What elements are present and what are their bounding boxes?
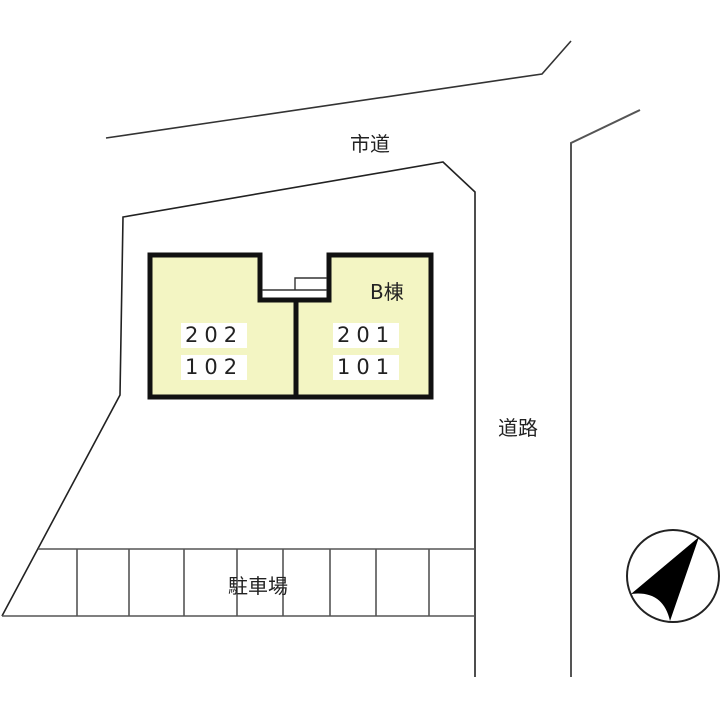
unit-102: 102 (181, 355, 248, 380)
unit-101: 101 (333, 355, 400, 380)
unit-201: 201 (333, 323, 400, 348)
building-label: B棟 (370, 280, 404, 304)
lot-boundary (1, 161, 476, 677)
parking-label: 駐車場 (228, 574, 288, 598)
city-road-label: 市道 (350, 132, 390, 156)
road-label: 道路 (498, 416, 538, 440)
unit-202: 202 (181, 323, 248, 348)
city-road-edge (105, 40, 572, 139)
parking-area (2, 548, 475, 617)
north-arrow-icon (626, 529, 720, 623)
side-road-edge (570, 109, 641, 677)
